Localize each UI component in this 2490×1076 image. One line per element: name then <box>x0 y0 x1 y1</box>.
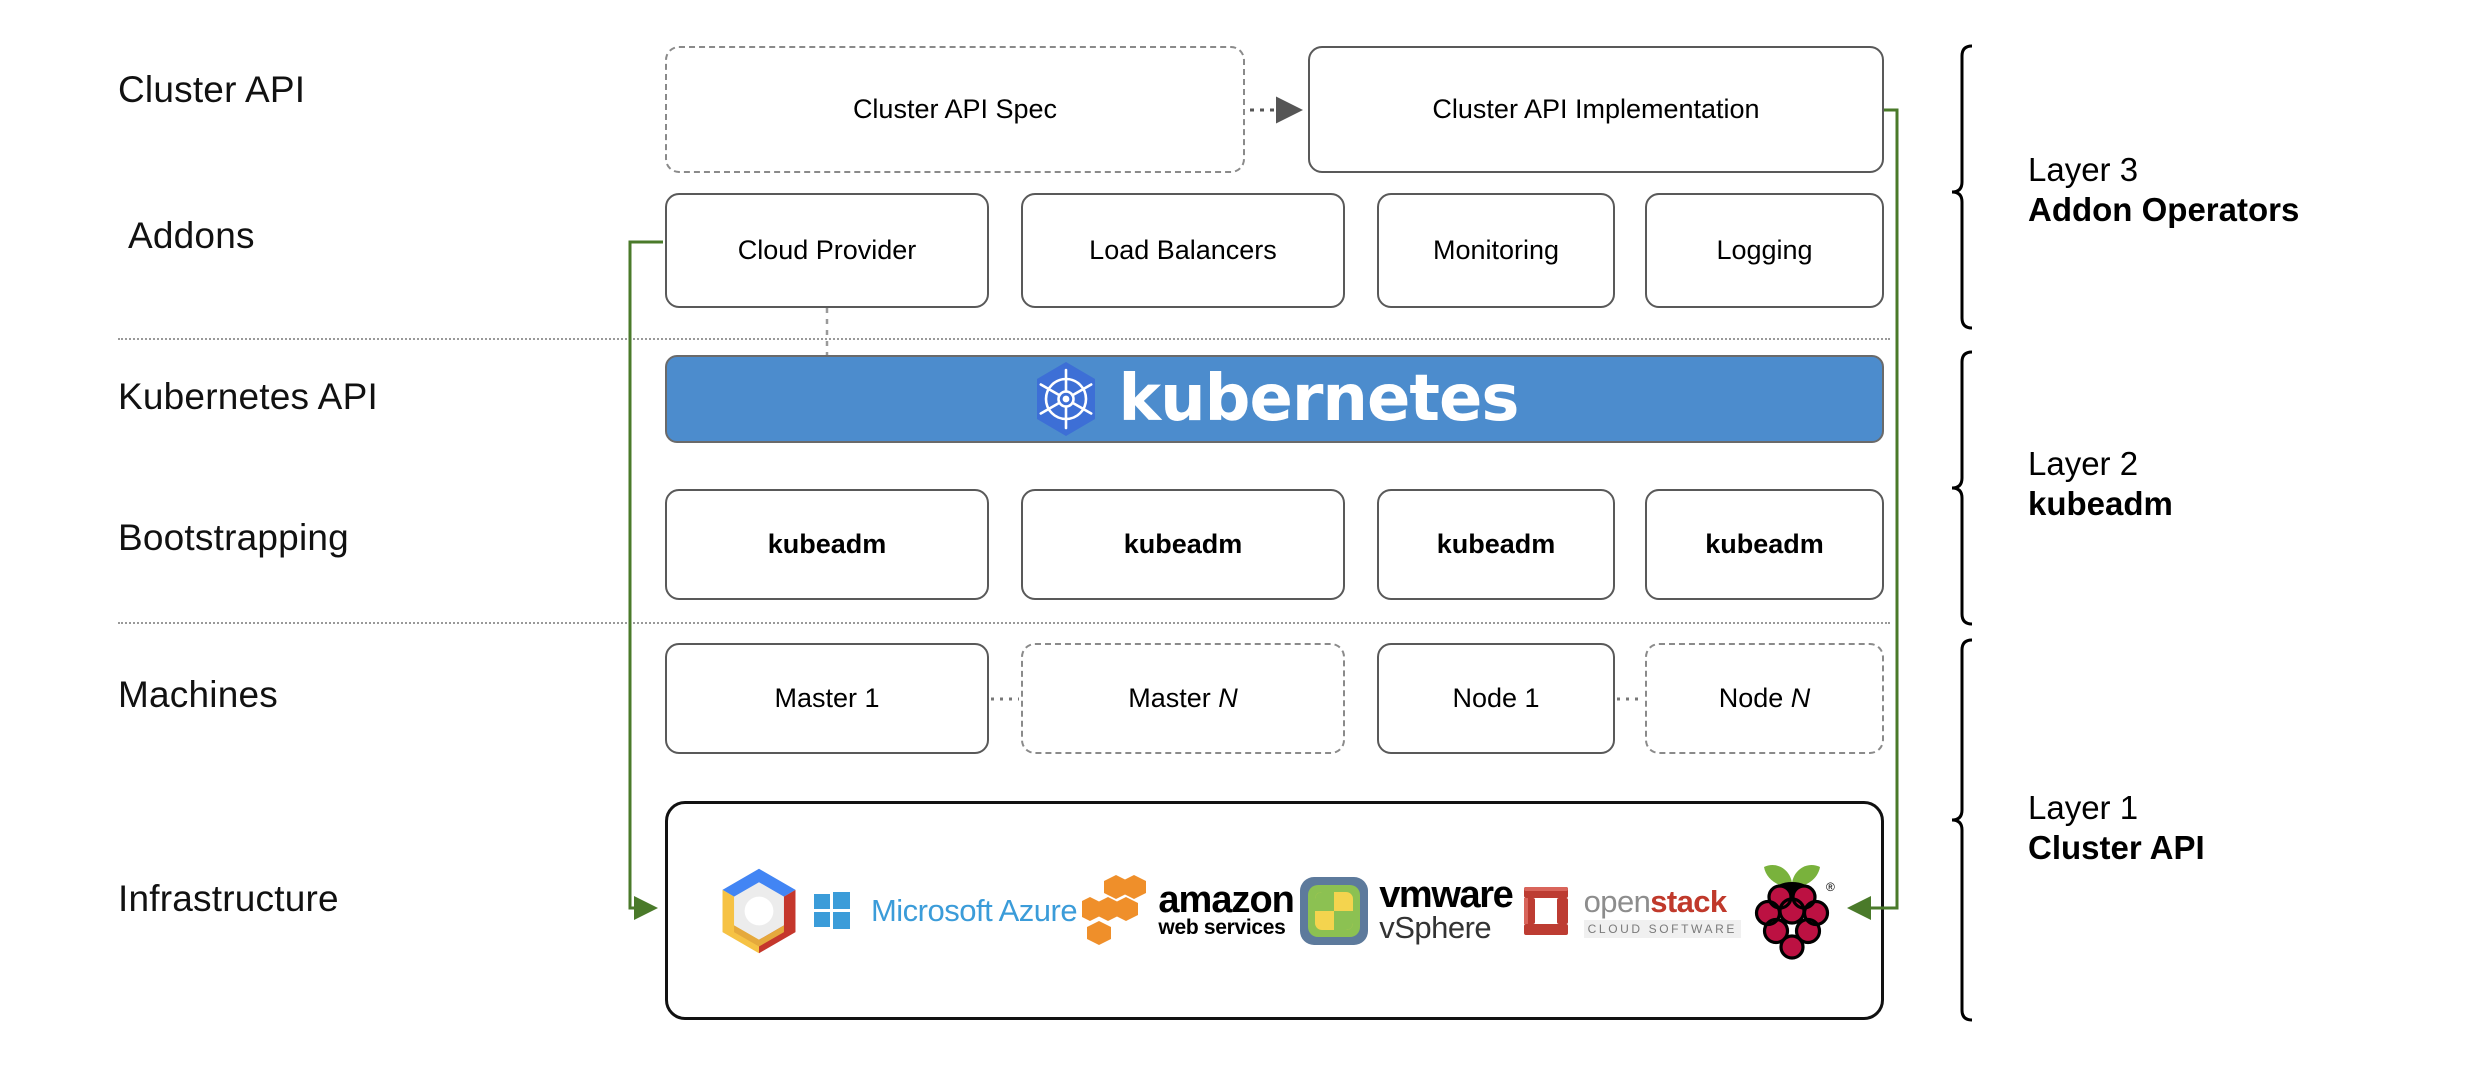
bootstrap-box-2[interactable]: kubeadm <box>1021 489 1345 600</box>
layer-separator-bottom <box>118 622 1890 624</box>
kubernetes-helm-wheel-icon <box>1031 360 1101 438</box>
openstack-wordmark-open: open <box>1583 883 1651 919</box>
vmware-vsphere-logo: vmware vSphere <box>1299 873 1514 946</box>
addon-box-monitoring[interactable]: Monitoring <box>1377 193 1615 308</box>
addon-label-load-balancers: Load Balancers <box>1089 234 1277 265</box>
addon-box-cloud-provider[interactable]: Cloud Provider <box>665 193 989 308</box>
microsoft-azure-logo: Microsoft Azure <box>812 891 1078 931</box>
layer-label-3: Layer 3 Addon Operators <box>2028 150 2299 229</box>
layer-2-line2: kubeadm <box>2028 484 2173 522</box>
layer-separator-top <box>118 338 1890 340</box>
vmware-wordmark: vmware <box>1379 873 1514 916</box>
bootstrap-label-3: kubeadm <box>1436 528 1556 559</box>
cluster-api-implementation-box[interactable]: Cluster API Implementation <box>1308 46 1884 173</box>
infrastructure-panel[interactable]: Microsoft Azure amazon web services <box>665 801 1884 1020</box>
row-label-addons: Addons <box>128 215 255 256</box>
addon-label-monitoring: Monitoring <box>1432 234 1560 265</box>
raspberry-pi-logo: ® <box>1746 857 1838 965</box>
cloud-provider-to-infrastructure-green-path <box>628 240 663 920</box>
addon-box-logging[interactable]: Logging <box>1645 193 1884 308</box>
kubernetes-api-banner[interactable]: kubernetes <box>665 355 1884 443</box>
layer-1-line2: Cluster API <box>2028 828 2205 866</box>
bootstrap-box-3[interactable]: kubeadm <box>1377 489 1615 600</box>
cluster-api-spec-label: Cluster API Spec <box>852 93 1058 124</box>
layer-2-line1: Layer 2 <box>2028 445 2139 482</box>
addon-box-load-balancers[interactable]: Load Balancers <box>1021 193 1345 308</box>
amazon-wordmark: amazon <box>1158 878 1294 921</box>
machine-box-node-n[interactable]: Node N <box>1645 643 1884 754</box>
layer-3-line1: Layer 3 <box>2028 151 2139 188</box>
vsphere-wordmark: vSphere <box>1379 910 1492 946</box>
row-label-machines: Machines <box>118 674 278 715</box>
row-label-bootstrapping: Bootstrapping <box>118 517 349 558</box>
cluster-api-implementation-label: Cluster API Implementation <box>1432 93 1760 124</box>
google-cloud-platform-logo <box>711 863 807 959</box>
web-services-wordmark: web services <box>1158 916 1286 940</box>
layer-3-bracket <box>1951 44 1973 330</box>
machine-box-master-1[interactable]: Master 1 <box>665 643 989 754</box>
machine-label-node-n: Node N <box>1718 682 1811 713</box>
bootstrap-box-4[interactable]: kubeadm <box>1645 489 1884 600</box>
microsoft-azure-wordmark: Microsoft Azure <box>870 892 1078 928</box>
machine-label-master-n: Master N <box>1128 682 1238 713</box>
bootstrap-label-2: kubeadm <box>1123 528 1243 559</box>
layer-label-2: Layer 2 kubeadm <box>2028 444 2173 523</box>
openstack-logo: openstack CLOUD SOFTWARE <box>1518 879 1741 943</box>
bootstrap-box-1[interactable]: kubeadm <box>665 489 989 600</box>
layer-2-bracket <box>1951 350 1973 626</box>
layer-1-line1: Layer 1 <box>2028 789 2139 826</box>
addon-label-cloud-provider: Cloud Provider <box>737 234 917 265</box>
machine-box-node-1[interactable]: Node 1 <box>1377 643 1615 754</box>
machine-label-master-1: Master 1 <box>774 682 880 713</box>
addon-label-logging: Logging <box>1716 234 1813 265</box>
row-label-cluster-api: Cluster API <box>118 69 306 110</box>
cluster-api-spec-box[interactable]: Cluster API Spec <box>665 46 1245 173</box>
amazon-web-services-logo: amazon web services <box>1082 873 1295 949</box>
layer-1-bracket <box>1951 638 1973 1022</box>
kubernetes-wordmark: kubernetes <box>1118 362 1520 436</box>
row-label-infrastructure: Infrastructure <box>118 878 339 919</box>
layer-3-line2: Addon Operators <box>2028 190 2300 228</box>
openstack-tagline: CLOUD SOFTWARE <box>1583 919 1741 938</box>
openstack-wordmark-stack: stack <box>1650 883 1727 919</box>
machine-label-node-1: Node 1 <box>1452 682 1540 713</box>
bootstrap-label-1: kubeadm <box>767 528 887 559</box>
row-label-kubernetes-api: Kubernetes API <box>118 376 378 417</box>
layer-label-1: Layer 1 Cluster API <box>2028 788 2205 867</box>
svg-text:®: ® <box>1826 880 1835 894</box>
machine-box-master-n[interactable]: Master N <box>1021 643 1345 754</box>
cluster-api-implementation-to-infrastructure-green-path <box>1884 108 1899 910</box>
bootstrap-label-4: kubeadm <box>1705 528 1824 559</box>
